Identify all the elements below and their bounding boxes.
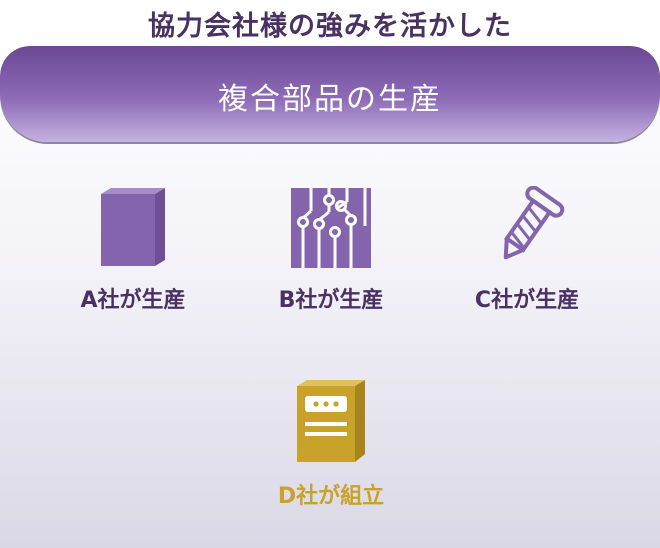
screw-icon: [503, 186, 565, 260]
circuit-board-icon: [291, 188, 371, 268]
item-d: D社が組立: [236, 378, 426, 510]
item-a-label: A社が生産: [80, 288, 186, 313]
device-box-icon: [297, 380, 365, 462]
item-d-label: D社が組立: [277, 484, 385, 509]
item-b-label: B社が生産: [278, 288, 384, 313]
banner-title: 複合部品の生産: [218, 82, 442, 117]
banner: 複合部品の生産: [0, 46, 660, 142]
diagram-card: 複合部品の生産 A社が生産: [0, 46, 660, 548]
item-c: C社が生産: [432, 186, 622, 314]
item-c-label: C社が生産: [474, 288, 580, 313]
item-a: A社が生産: [38, 186, 228, 314]
page-title: 協力会社様の強みを活かした: [148, 11, 512, 42]
cube-icon: [101, 188, 165, 266]
item-b: B社が生産: [236, 186, 426, 314]
